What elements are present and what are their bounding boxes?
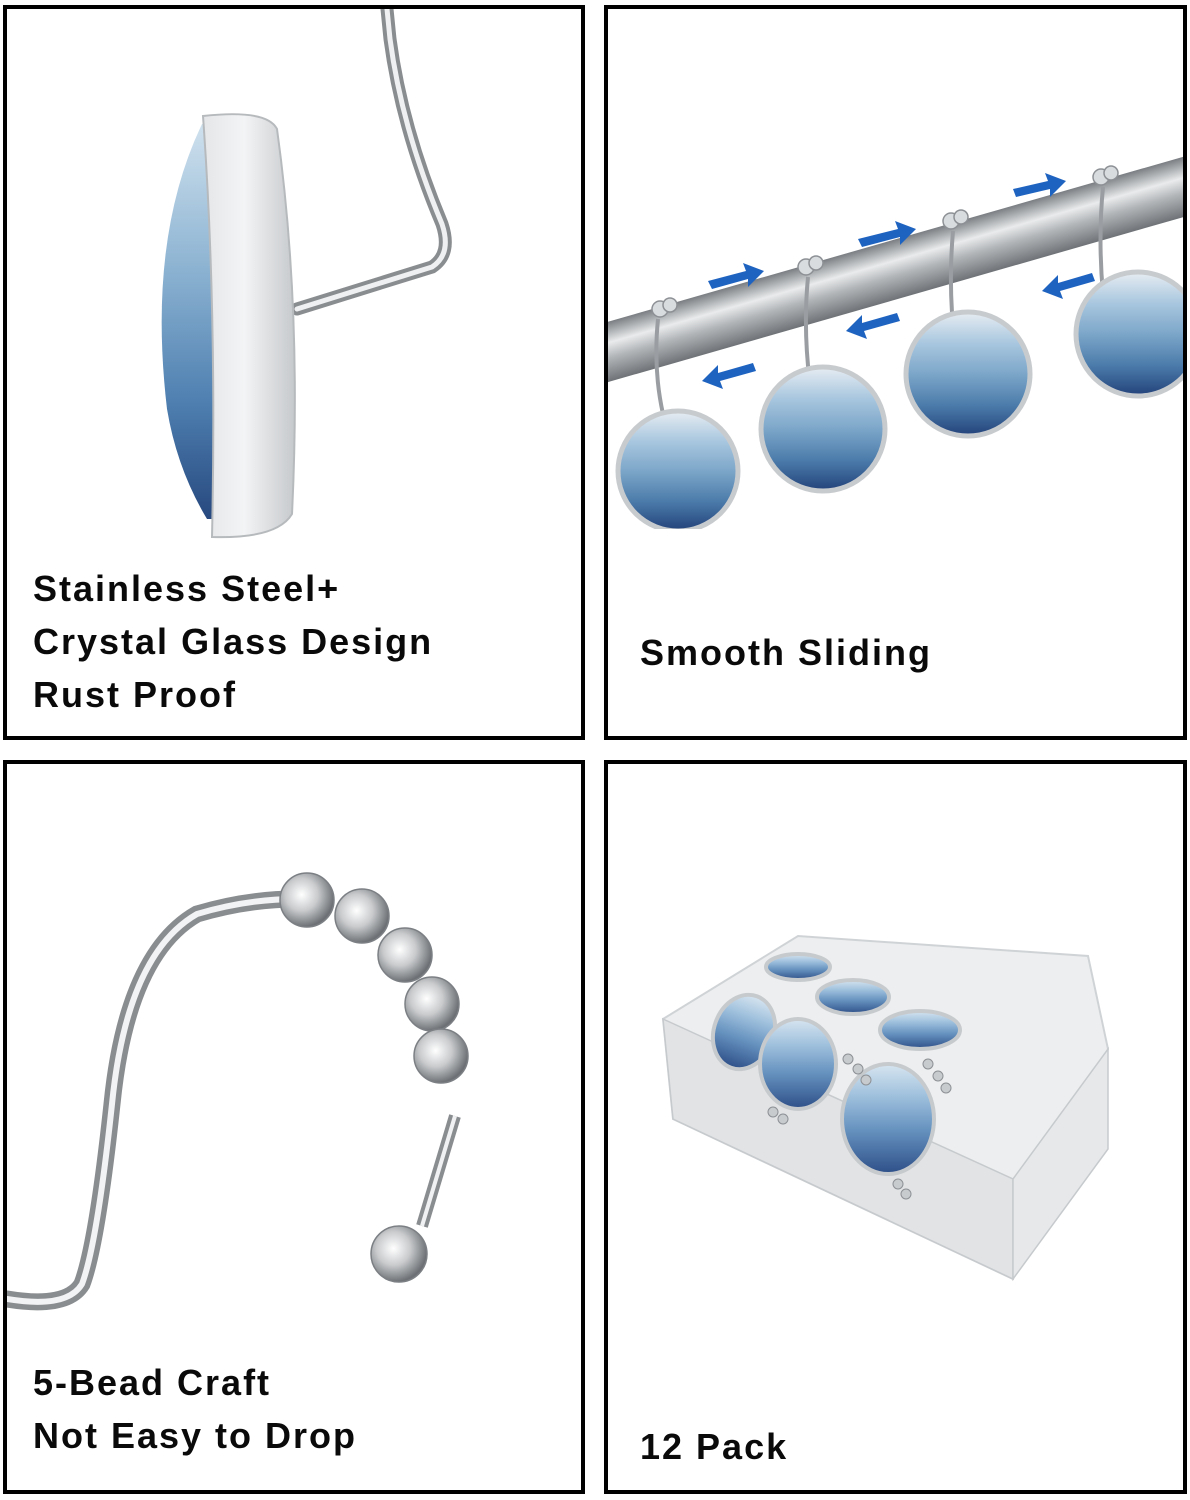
caption-line: Smooth Sliding xyxy=(640,632,932,673)
feature-panel-beads: 5-Bead Craft Not Easy to Drop xyxy=(3,760,585,1494)
caption-line: Stainless Steel+ xyxy=(33,568,341,609)
caption-line: Rust Proof xyxy=(33,674,237,715)
feature-panel-sliding: Smooth Sliding xyxy=(604,5,1187,740)
caption-line: Not Easy to Drop xyxy=(33,1415,358,1456)
caption-line: Crystal Glass Design xyxy=(33,621,434,662)
caption-line: 5-Bead Craft xyxy=(33,1362,272,1403)
feature-panel-material: Stainless Steel+ Crystal Glass Design Ru… xyxy=(3,5,585,740)
caption-line: 12 Pack xyxy=(640,1426,789,1467)
feature-caption: 5-Bead Craft Not Easy to Drop xyxy=(33,1356,357,1462)
feature-caption: Stainless Steel+ Crystal Glass Design Ru… xyxy=(33,562,433,721)
direction-arrows xyxy=(702,173,1095,389)
feature-panel-pack: 12 Pack xyxy=(604,760,1187,1494)
hooks-on-rod-illustration xyxy=(608,144,1183,529)
hook-side-view-illustration xyxy=(161,9,452,539)
five-bead-hook-illustration xyxy=(7,872,469,1311)
feature-caption: Smooth Sliding xyxy=(640,626,932,679)
beads xyxy=(279,872,469,1283)
feature-caption: 12 Pack xyxy=(640,1420,788,1473)
clear-box-illustration xyxy=(661,934,1110,1282)
